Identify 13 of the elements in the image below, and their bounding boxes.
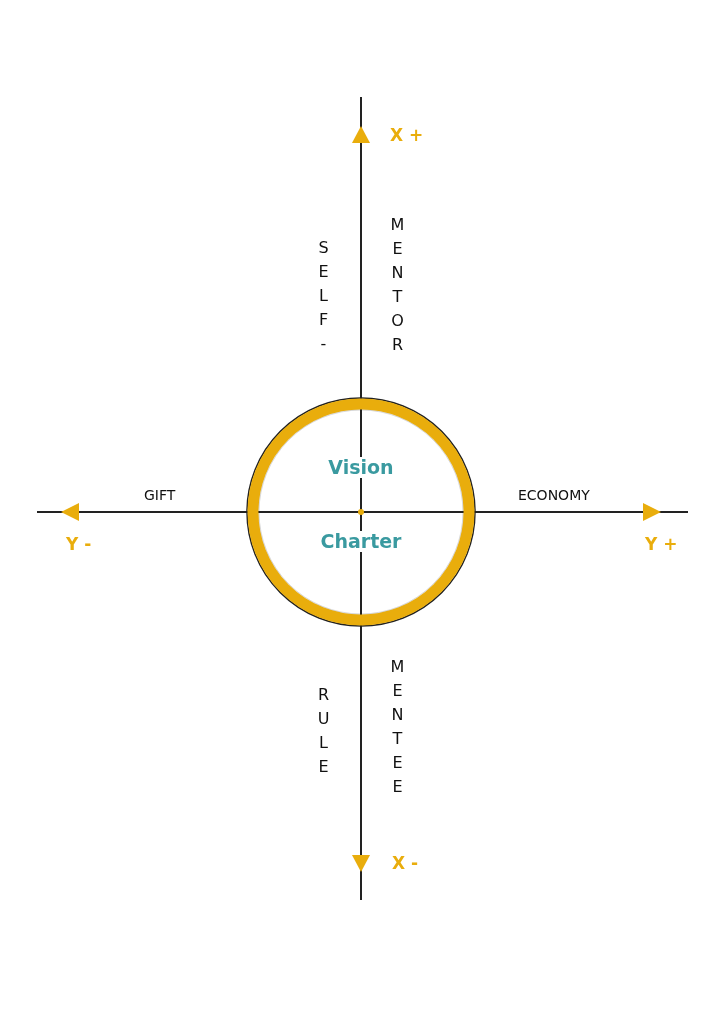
node-text: Vision [326,457,396,478]
axis-label: RULE [315,685,331,781]
axis-label: X + [390,127,424,144]
axis-label: SELF- [315,238,331,358]
circle-node [246,397,476,627]
axis-label: X - [392,855,419,872]
axis-label: MENTOR [389,215,405,359]
axis-label: MENTEE [389,657,405,801]
axis-label: GIFT [144,488,176,502]
node-text: Charter [318,531,404,552]
axis-label: Y + [645,536,678,553]
axis-label: Y - [66,536,92,553]
axis-label: ECONOMY [518,488,590,502]
